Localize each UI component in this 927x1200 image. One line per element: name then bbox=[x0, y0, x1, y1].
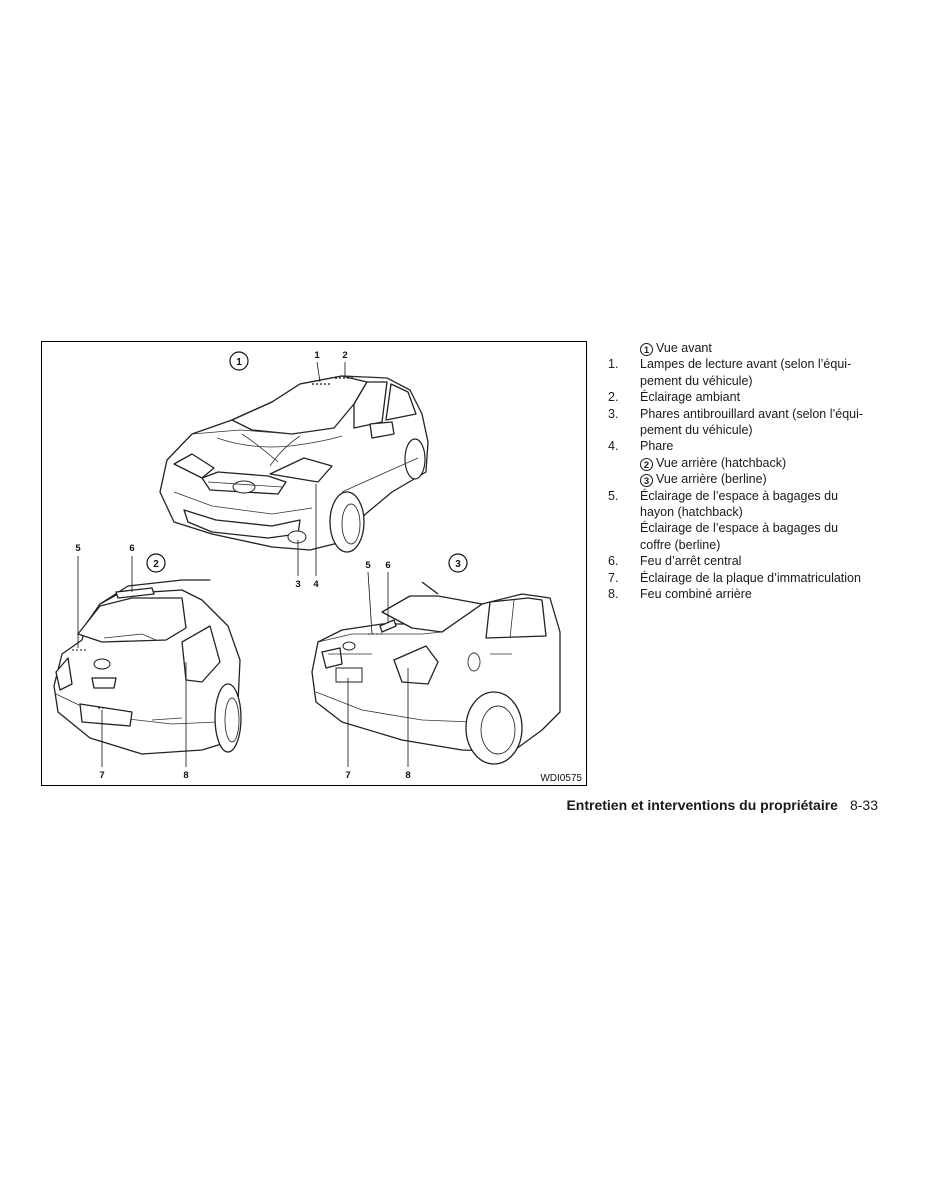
callout-3: 3 bbox=[295, 579, 300, 590]
view-1-number: 1 bbox=[236, 357, 242, 368]
view-1-marker bbox=[229, 351, 249, 371]
view-3-circle: 3 bbox=[640, 474, 653, 488]
rear-view-hatchback: 2 bbox=[53, 543, 242, 781]
legend-item-8: 8. Feu combiné arrière bbox=[608, 587, 752, 602]
legend-item-3: 3. Phares antibrouillard avant (selon l’… bbox=[608, 406, 864, 438]
legend-item-7: 7. Éclairage de la plaque d’immatriculat… bbox=[608, 570, 861, 585]
callout-6-sedan: 6 bbox=[385, 560, 390, 571]
callout-6-hatch: 6 bbox=[129, 543, 134, 554]
legend-item-4: 4. Phare bbox=[608, 439, 674, 454]
view-1-circle: 1 bbox=[640, 343, 653, 356]
callout-4: 4 bbox=[313, 579, 319, 590]
callout-5-sedan: 5 bbox=[365, 560, 371, 571]
view-3-number: 3 bbox=[455, 559, 461, 570]
view-2-marker bbox=[146, 553, 166, 573]
car-illustrations: 1 bbox=[53, 350, 582, 784]
legend-item-6: 6. Feu d’arrêt central bbox=[608, 554, 742, 569]
callout-7-sedan: 7 bbox=[345, 770, 350, 781]
page-number: 8-33 bbox=[849, 797, 878, 813]
callout-2: 2 bbox=[342, 350, 347, 361]
front-view-label: Vue avant bbox=[656, 341, 712, 355]
front-view-hatchback: 1 bbox=[159, 350, 429, 590]
callout-8-hatch: 8 bbox=[183, 770, 188, 781]
view-2-circle: 2 bbox=[640, 457, 653, 471]
view-2-number: 2 bbox=[153, 559, 159, 570]
callout-8-sedan: 8 bbox=[405, 770, 410, 781]
legend-item-2: 2. Éclairage ambiant bbox=[608, 390, 741, 405]
callout-1: 1 bbox=[314, 350, 320, 361]
callout-7-hatch: 7 bbox=[99, 770, 104, 781]
page-footer: Entretien et interventions du propriétai… bbox=[560, 797, 878, 813]
legend-item-1: 1. Lampes de lecture avant (selon l’équi… bbox=[608, 357, 852, 388]
figure-code: WDI0575 bbox=[540, 773, 582, 784]
view-3-marker bbox=[448, 553, 468, 573]
callout-5-hatch: 5 bbox=[75, 543, 81, 554]
section-title: Entretien et interventions du propriétai… bbox=[566, 797, 838, 813]
rear-view-sedan: 3 bbox=[311, 553, 561, 781]
vehicle-lights-figure: 1 bbox=[41, 341, 587, 786]
